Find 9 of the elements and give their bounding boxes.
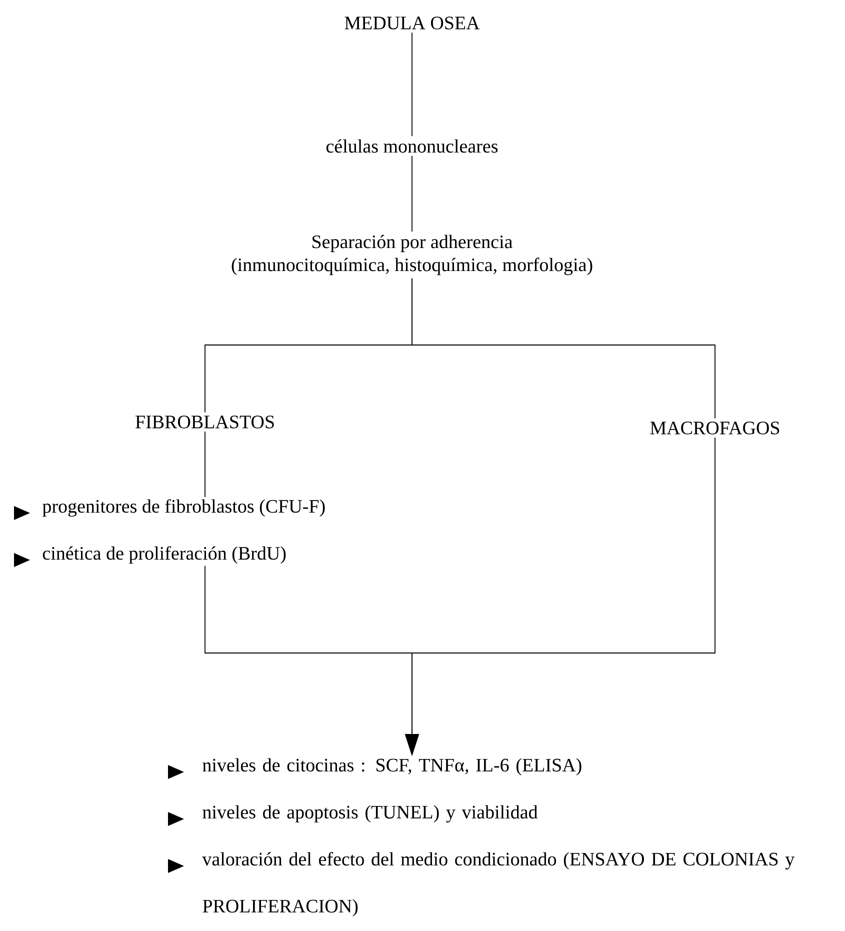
connector xyxy=(412,278,716,419)
connector xyxy=(204,431,206,498)
step-label: FIBROBLASTOS xyxy=(136,416,274,428)
bullet-list: niveles de citocinas : SCF, TNFα, IL-6 (ELISA) niveles de apoptosis (TUNEL) y viabilidad valoración del efecto del medio condicionado (ENSAYO DE COLONIAS y PROLIFERACION) xyxy=(202,758,795,916)
step-label: MEDULA OSEA xyxy=(344,16,480,30)
bullet-list: progenitores de fibroblastos (CFU-F) cinética de proliferación (BrdU) xyxy=(42,499,325,564)
step-label: células mononucleares xyxy=(326,139,498,153)
step-label: Separación por adherencia (inmunocitoquímica, histoquímica, morfologia) xyxy=(232,234,592,276)
step-label: MACROFAGOS xyxy=(650,422,780,434)
